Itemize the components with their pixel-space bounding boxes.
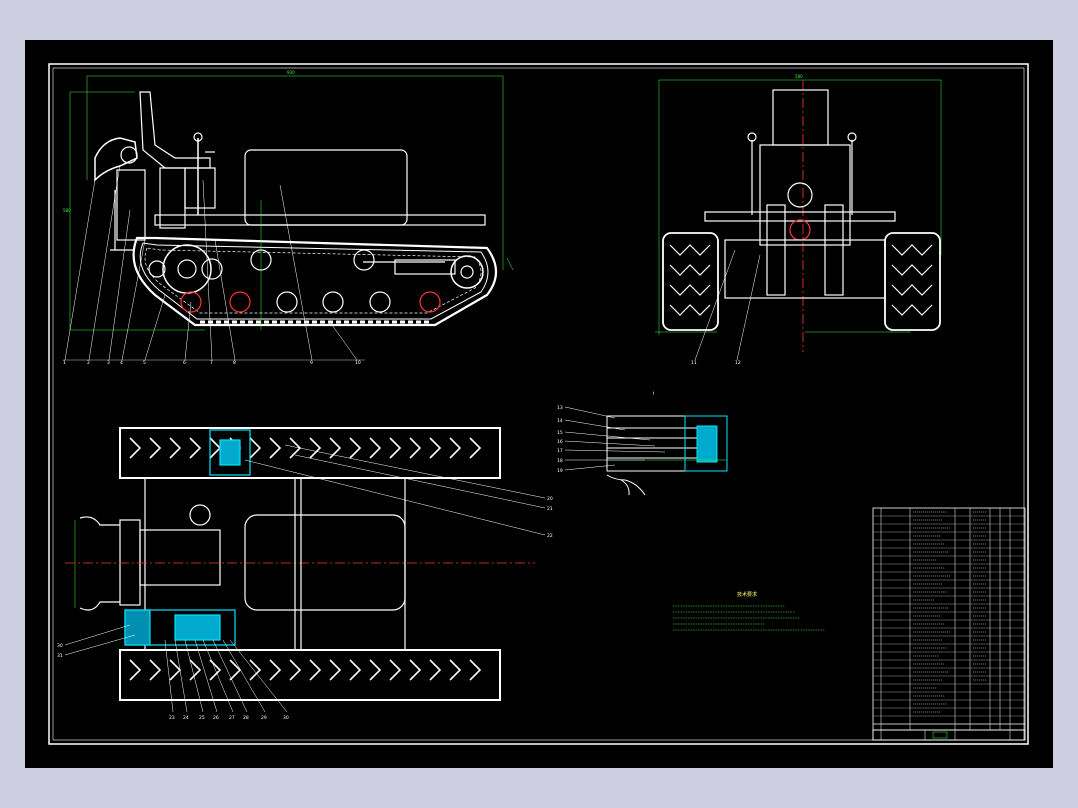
detail-title: I: [653, 391, 654, 397]
part-label-27: 27: [229, 715, 235, 721]
part-label-22: 22: [547, 533, 553, 539]
part-label-18: 18: [557, 458, 563, 464]
part-label-20: 20: [547, 496, 553, 502]
dim-side-length: 930: [287, 70, 295, 75]
cad-drawing: 1 2 3 4 5 6 7 8 9 10 930 580: [48, 63, 1029, 745]
part-label-12: 12: [735, 360, 741, 366]
technical-notes: 技术要求: [673, 591, 825, 631]
cad-drawing-canvas: 1 2 3 4 5 6 7 8 9 10 930 580: [25, 40, 1053, 768]
detail-view: [564, 406, 728, 496]
part-label-30a: 30: [57, 643, 63, 649]
part-label-24: 24: [183, 715, 189, 721]
front-view-labels: 11 12 580: [691, 74, 803, 366]
part-label-31: 31: [57, 653, 63, 659]
part-label-7: 7: [210, 360, 213, 366]
part-label-4: 4: [120, 360, 123, 366]
part-label-15: 15: [557, 430, 563, 436]
part-label-1: 1: [63, 360, 66, 366]
inner-frame: [52, 67, 1025, 741]
front-view: [655, 79, 942, 361]
part-label-17: 17: [557, 448, 563, 454]
side-view-labels: 1 2 3 4 5 6 7 8 9 10 930 580: [63, 70, 361, 366]
part-label-13: 13: [557, 405, 563, 411]
detail-labels: I 13 14 15 16 17 18 19: [557, 391, 654, 474]
part-label-26: 26: [213, 715, 219, 721]
dim-front-width: 580: [795, 74, 803, 79]
part-label-29: 29: [261, 715, 267, 721]
part-label-9: 9: [310, 360, 313, 366]
part-label-19: 19: [557, 468, 563, 474]
parts-list-table: [872, 507, 1026, 741]
dim-side-height: 580: [63, 208, 71, 213]
top-view-labels: 20 21 22 30 31 23 24 25 26 27 28 29 30: [57, 496, 553, 721]
part-label-21: 21: [547, 506, 553, 512]
part-label-11: 11: [691, 360, 697, 366]
part-label-6: 6: [183, 360, 186, 366]
part-label-23: 23: [169, 715, 175, 721]
part-label-3: 3: [107, 360, 110, 366]
part-label-10: 10: [355, 360, 361, 366]
notes-title: 技术要求: [737, 591, 757, 598]
top-view: [64, 427, 546, 713]
part-label-14: 14: [557, 418, 563, 424]
part-label-30b: 30: [283, 715, 289, 721]
part-label-5: 5: [143, 360, 146, 366]
outer-frame: [48, 63, 1029, 745]
part-label-28: 28: [243, 715, 249, 721]
part-label-16: 16: [557, 439, 563, 445]
part-label-25: 25: [199, 715, 205, 721]
part-label-8: 8: [233, 360, 236, 366]
part-label-2: 2: [87, 360, 90, 366]
side-view: [63, 75, 514, 361]
